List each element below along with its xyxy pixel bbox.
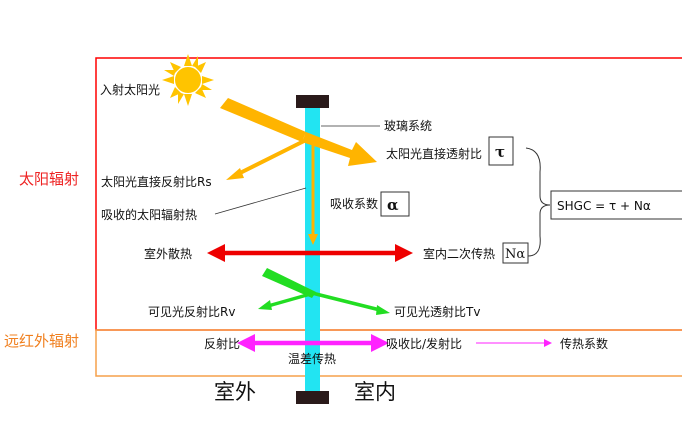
absorbed-heat-leader	[214, 187, 307, 215]
tau-box	[488, 136, 514, 166]
temperature-difference-transfer-label: 温差传热	[288, 351, 336, 366]
absorbed-solar-heat-label: 吸收的太阳辐射热	[101, 207, 197, 222]
reflectance-label: 反射比	[204, 336, 240, 351]
visible-light-reflected-arrow	[267, 291, 315, 308]
visible-light-incident-arrow	[262, 268, 316, 298]
solar-direct-transmittance-label: 太阳光直接透射比	[386, 146, 482, 161]
far-infrared-radiation-label: 远红外辐射	[4, 332, 79, 350]
n-alpha-box	[502, 242, 529, 264]
shgc-brace	[525, 147, 551, 257]
sun-icon	[162, 54, 214, 106]
visible-light-transmitted-arrow	[311, 291, 381, 312]
solar-radiation-label: 太阳辐射	[19, 170, 79, 188]
glass-top-frame	[296, 95, 329, 108]
n-alpha-symbol: Nα	[505, 247, 525, 262]
shgc-formula: SHGC = τ + Nα	[557, 199, 651, 213]
absorption-coefficient-label: 吸收系数	[330, 196, 378, 211]
shgc-box	[550, 190, 682, 220]
incident-sunlight-label: 入射太阳光	[100, 82, 160, 97]
absorptance-emittance-label: 吸收比/发射比	[386, 336, 462, 351]
visible-reflectance-label: 可见光反射比Rv	[148, 304, 235, 319]
heat-transfer-coefficient-label: 传热系数	[560, 336, 608, 351]
indoor-secondary-transfer-label: 室内二次传热	[423, 246, 495, 261]
outdoor-heat-dissipation-label: 室外散热	[144, 246, 192, 261]
indoor-label: 室内	[354, 380, 396, 404]
alpha-symbol: α	[387, 196, 399, 214]
outdoor-label: 室外	[214, 380, 256, 404]
infrared-radiation-box	[95, 329, 682, 377]
alpha-box	[380, 191, 410, 217]
glass-system-label: 玻璃系统	[384, 119, 432, 133]
solar-reflected-arrow	[233, 138, 307, 178]
solar-transmitted-arrow	[302, 132, 377, 166]
glass-bottom-frame	[296, 391, 329, 404]
visible-transmittance-label: 可见光透射比Tv	[394, 304, 480, 319]
solar-direct-reflectance-label: 太阳光直接反射比Rs	[101, 174, 212, 189]
tau-symbol: τ	[495, 143, 505, 161]
incident-sunlight-arrow	[220, 98, 306, 142]
